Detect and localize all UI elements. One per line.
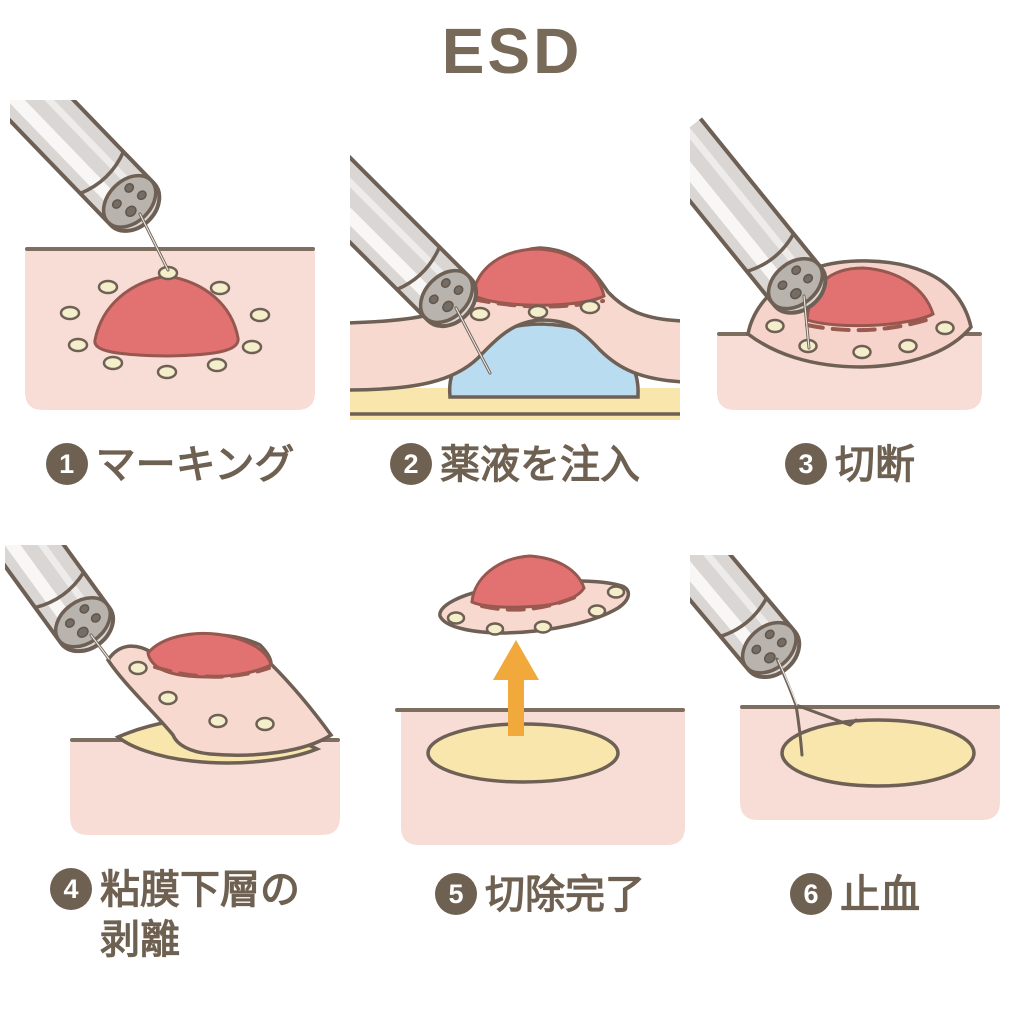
page-title: ESD (441, 15, 583, 87)
step-2-panel: 2 薬液を注入 (350, 100, 680, 490)
step-4-label: 粘膜下層の 剥離 (100, 868, 300, 962)
step-5-caption: 5 切除完了 (390, 870, 690, 920)
cutting-needle (802, 294, 811, 350)
step-4-caption: 4 粘膜下層の 剥離 (5, 865, 345, 965)
step-2-caption: 2 薬液を注入 (350, 440, 680, 490)
step-5-number-badge: 5 (435, 873, 477, 915)
injection-needle (454, 306, 492, 375)
step-6-number-badge: 6 (790, 873, 832, 915)
step-3-number-badge: 3 (785, 443, 827, 485)
step-1-label: マーキング (95, 443, 295, 487)
step-6-panel: 6 止血 (690, 555, 1020, 920)
marking-dots (128, 660, 275, 732)
cut-line-dashed (805, 316, 935, 333)
step-2-label: 薬液を注入 (440, 443, 640, 487)
step-4-panel: 4 粘膜下層の 剥離 (5, 545, 345, 965)
lesion-border-dashed (153, 665, 271, 679)
step-3-label: 切断 (835, 443, 915, 487)
lift-arrow (493, 640, 539, 736)
marking-dots (59, 265, 271, 380)
step-1-panel: 1 マーキング (10, 100, 330, 490)
lesion-shape (471, 247, 606, 307)
dissection-needle (89, 633, 111, 661)
hemostasis-forceps (775, 657, 858, 757)
lesion-shape (93, 274, 240, 358)
step-5-panel: 5 切除完了 (390, 540, 690, 920)
step-6-caption: 6 止血 (690, 870, 1020, 920)
step-1-number-badge: 1 (45, 443, 88, 485)
resection-wound (780, 718, 976, 788)
excised-specimen (438, 554, 631, 636)
step-3-caption: 3 切断 (690, 440, 1010, 490)
step-6-label: 止血 (840, 873, 920, 917)
step-2-number-badge: 2 (390, 443, 432, 485)
step-5-label: 切除完了 (485, 873, 645, 917)
marking-dots (765, 318, 955, 360)
step-1-caption: 1 マーキング (10, 440, 330, 490)
marking-needle (138, 212, 170, 272)
step-4-number-badge: 4 (50, 868, 92, 910)
step-3-panel: 3 切断 (690, 100, 1010, 490)
marking-dots (469, 299, 601, 322)
